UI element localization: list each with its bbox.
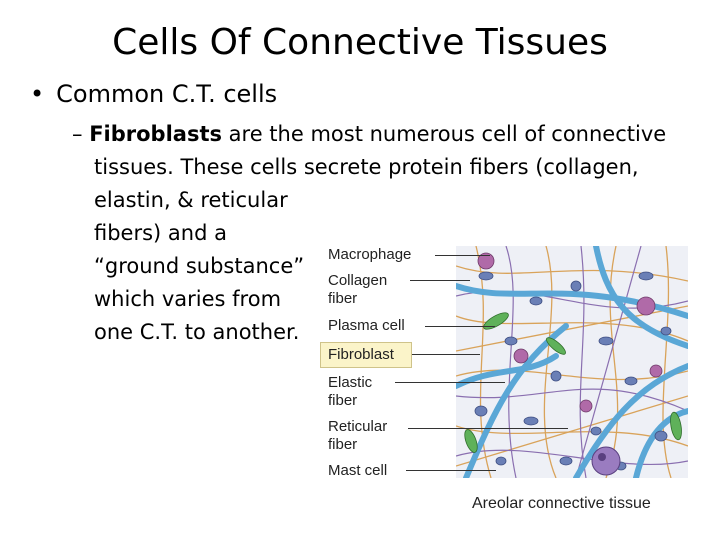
- text-line-7: one C.T. to another.: [94, 320, 300, 344]
- label-elastic: Elastic: [328, 374, 373, 391]
- fibroblast-description: – Fibroblasts are the most numerous cell…: [72, 118, 712, 349]
- text-line-3: elastin, & reticular: [94, 188, 288, 212]
- text-line-1: – Fibroblasts are the most numerous cell…: [72, 118, 712, 151]
- leader-fibroblast: [412, 354, 480, 355]
- label-reticular: Reticular: [328, 418, 388, 435]
- label-macrophage: Macrophage: [328, 246, 412, 263]
- mast-cell: [591, 446, 621, 476]
- label-collagen-fiber: fiber: [328, 290, 358, 307]
- bullet-text: Common C.T. cells: [56, 80, 278, 108]
- fibroblast-cells: [464, 312, 682, 453]
- label-plasma-cell: Plasma cell: [328, 317, 405, 334]
- leader-elastic: [395, 382, 505, 383]
- text-line-2: tissues. These cells secrete protein fib…: [94, 155, 639, 179]
- fibroblast-highlight: [320, 342, 412, 368]
- label-reticular-fiber: fiber: [328, 436, 358, 453]
- leader-collagen: [410, 280, 470, 281]
- areolar-tissue-illustration: [456, 246, 688, 478]
- macrophage-cells: [477, 252, 663, 413]
- bullet-common-cells: • Common C.T. cells: [30, 80, 277, 108]
- elastic-fibers: [456, 246, 688, 478]
- bullet-dot: •: [30, 80, 45, 108]
- leader-reticular: [408, 428, 568, 429]
- dash: –: [72, 122, 83, 146]
- fibroblast-term: Fibroblasts: [89, 122, 222, 146]
- text-line-4: fibers) and a: [94, 221, 227, 245]
- figure-caption: Areolar connective tissue: [472, 495, 651, 512]
- line1-rest: are the most numerous cell of connective: [222, 122, 667, 146]
- slide-title: Cells Of Connective Tissues: [112, 22, 608, 63]
- leader-mast: [406, 470, 496, 471]
- label-elastic-fiber: fiber: [328, 392, 358, 409]
- label-collagen: Collagen: [328, 272, 388, 289]
- label-fibroblast: Fibroblast: [328, 346, 394, 363]
- tissue-svg: [456, 246, 688, 478]
- text-line-6: which varies from: [94, 287, 282, 311]
- leader-plasma: [425, 326, 495, 327]
- leader-macrophage: [435, 255, 490, 256]
- label-mast-cell: Mast cell: [328, 462, 388, 479]
- text-line-5: “ground substance”: [94, 254, 305, 278]
